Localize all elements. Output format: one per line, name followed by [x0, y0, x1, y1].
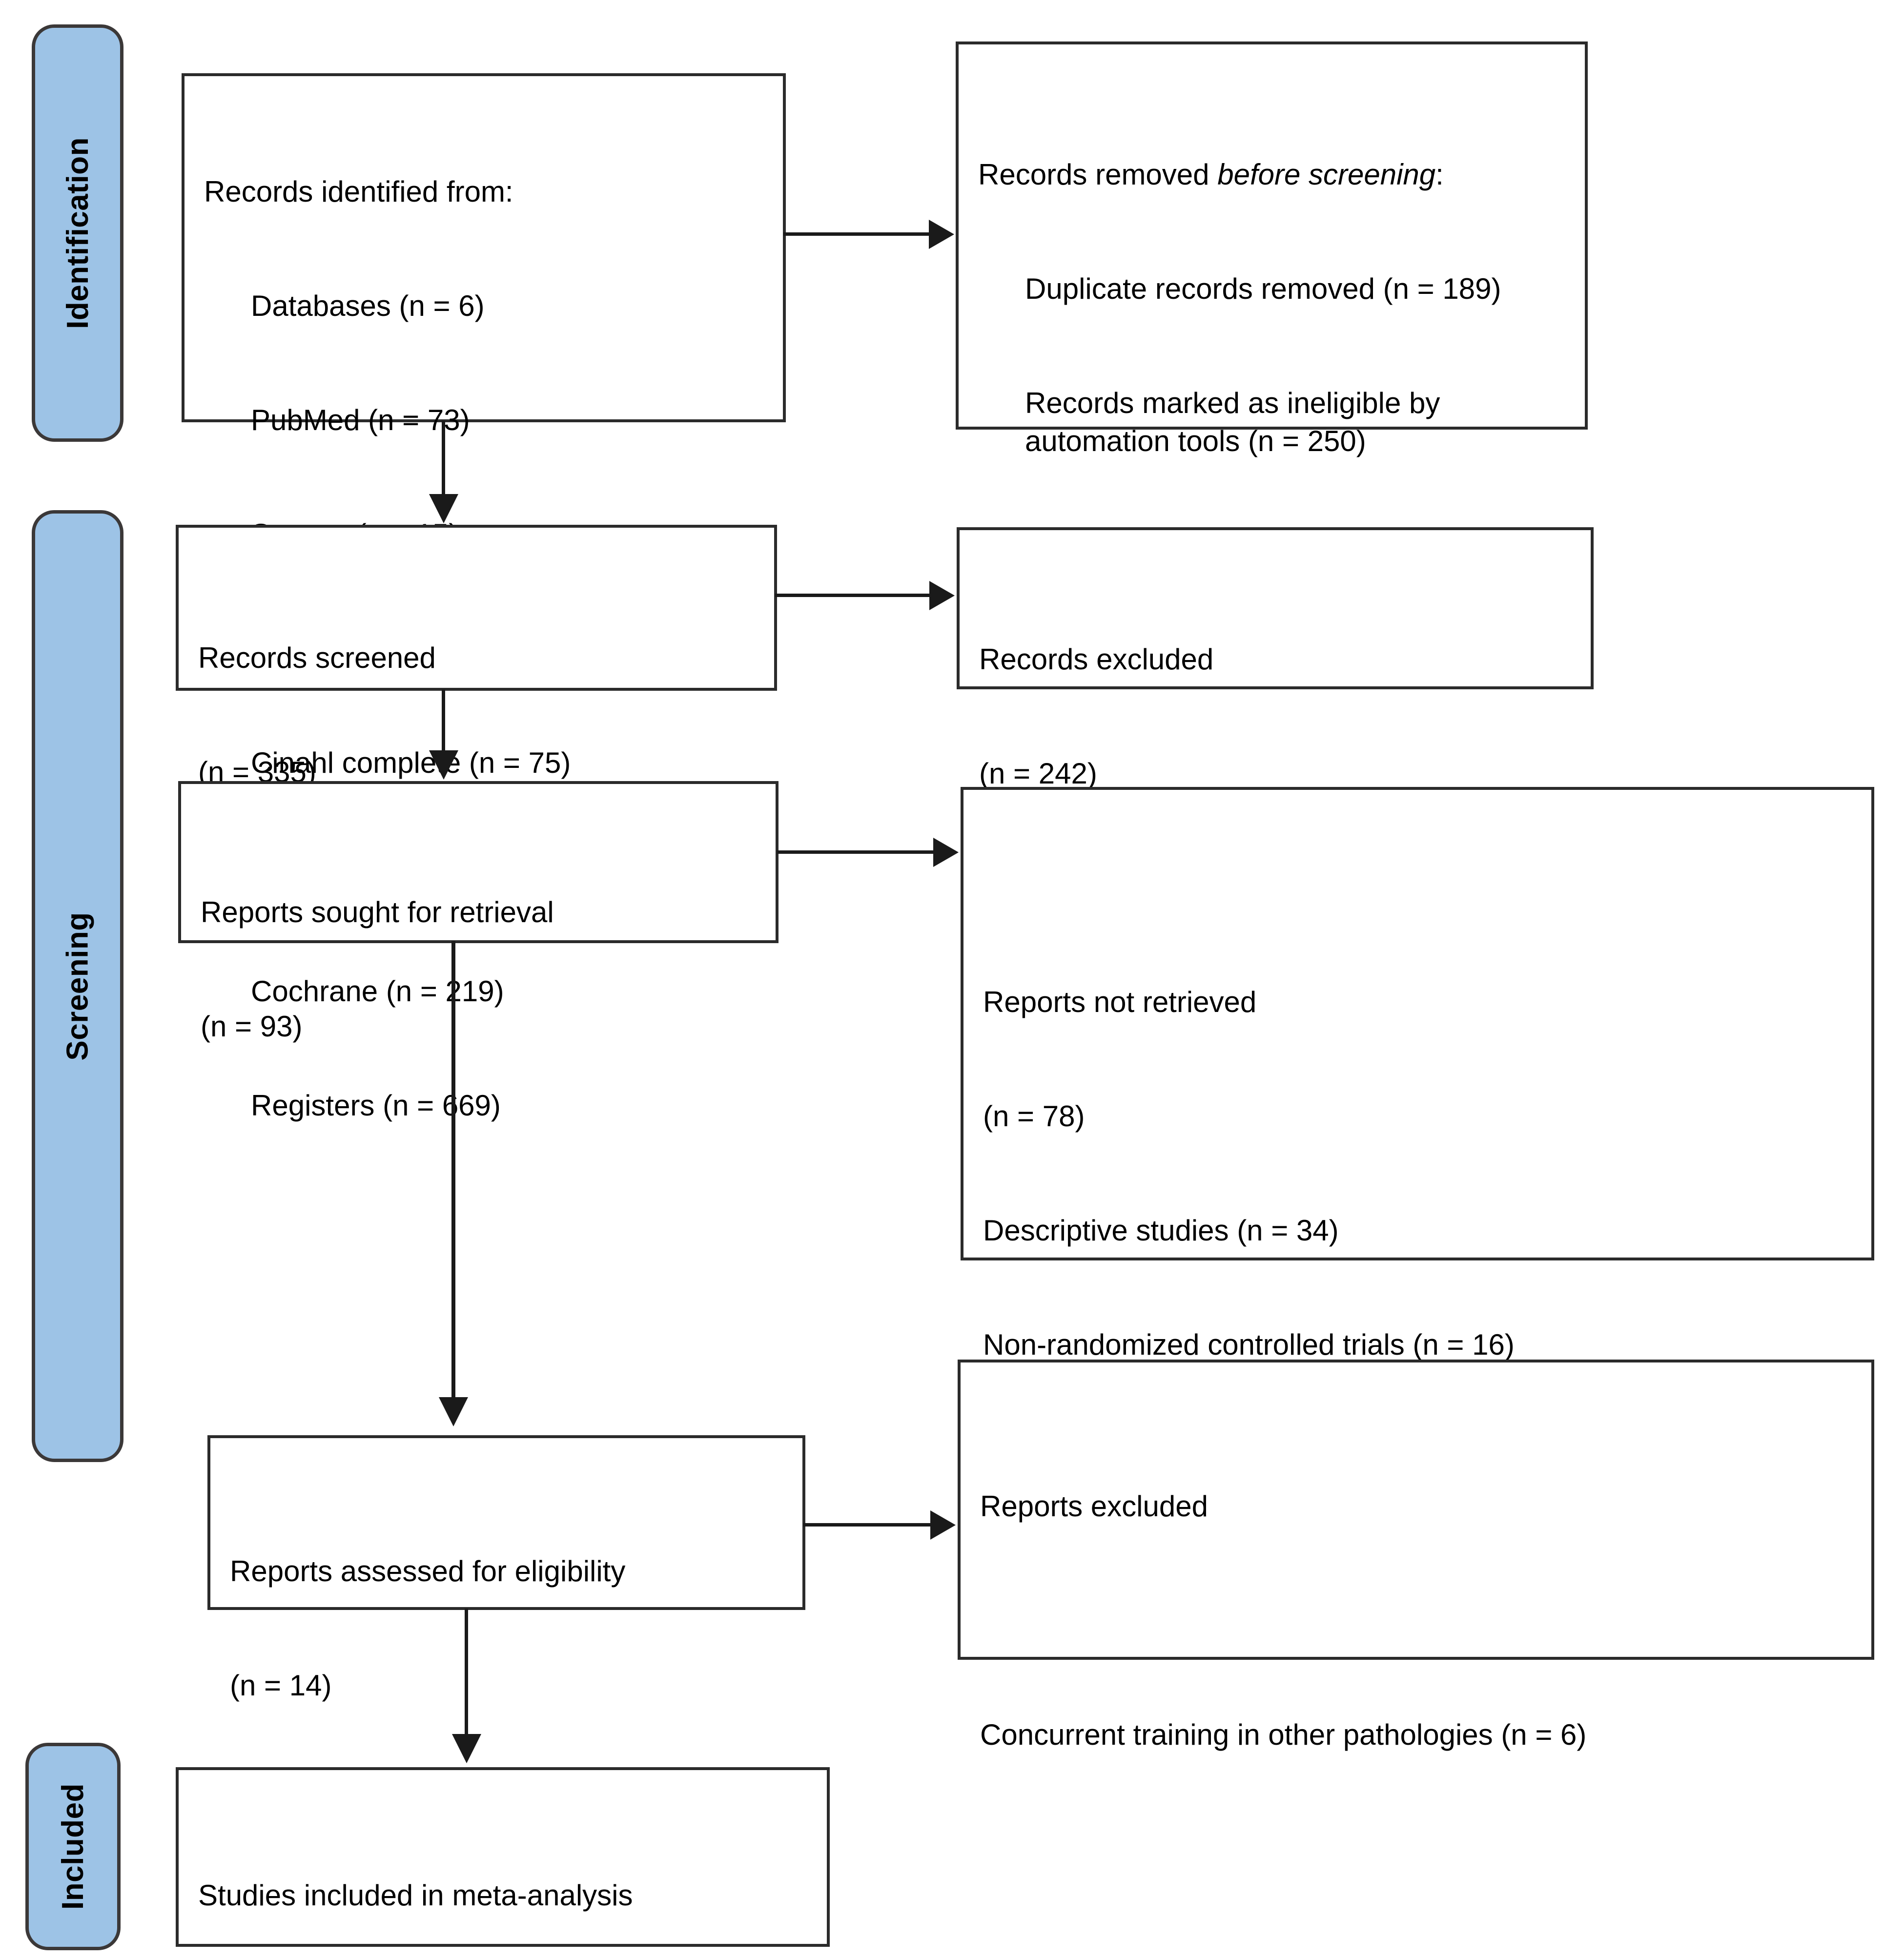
connector-assessed-to-reports-excluded — [803, 1523, 931, 1527]
reports-excluded-spacer — [980, 1602, 1860, 1640]
arrowhead-assessed-to-reports-excluded — [930, 1510, 956, 1540]
box-records-identified: Records identified from: Databases (n = … — [182, 73, 786, 1122]
connector-sought-to-not-retrieved — [777, 850, 934, 854]
records-excluded-line1: Records excluded — [979, 643, 1214, 676]
records-removed-heading-tail: : — [1435, 158, 1444, 191]
records-removed-item: Duplicate records removed (n = 189) — [1025, 272, 1501, 305]
records-identified-item: Cinahl complete (n = 75) — [251, 746, 571, 779]
studies-included-line1: Studies included in meta-analysis — [198, 1879, 633, 1912]
records-identified-item: Databases (n = 6) — [251, 289, 485, 322]
stage-bar-screening: Screening — [32, 510, 123, 1462]
stage-bar-identification: Identification — [32, 24, 123, 442]
arrowhead-identified-to-screened — [429, 494, 458, 523]
connector-sought-to-assessed — [451, 941, 455, 1400]
reports-not-retrieved-line3: Descriptive studies (n = 34) — [983, 1214, 1339, 1247]
arrowhead-assessed-to-studies-included — [452, 1734, 481, 1763]
reports-assessed-line1: Reports assessed for eligibility — [230, 1555, 626, 1588]
box-reports-excluded-text: Reports excluded Concurrent training in … — [980, 1411, 1860, 1830]
box-reports-assessed-text: Reports assessed for eligibility (n = 14… — [230, 1476, 791, 1781]
box-records-excluded: Records excluded (n = 242) — [957, 527, 1594, 790]
connector-identified-to-screened — [442, 421, 445, 495]
box-reports-assessed: Reports assessed for eligibility (n = 14… — [207, 1435, 805, 1702]
arrowhead-screened-to-excluded — [929, 581, 955, 610]
box-reports-not-retrieved: Reports not retrieved (n = 78) Descripti… — [961, 787, 1874, 1589]
connector-screened-to-sought — [442, 689, 445, 752]
box-studies-included: Studies included in meta-analysis (n = 8… — [176, 1767, 830, 1947]
records-screened-line1: Records screened — [198, 641, 436, 674]
arrowhead-screened-to-sought — [429, 750, 458, 780]
records-removed-item: Records marked as ineligible by automati… — [1025, 387, 1449, 457]
stage-label-included: Included — [56, 1783, 90, 1910]
connector-assessed-to-studies-included — [465, 1609, 468, 1735]
box-reports-excluded: Reports excluded Concurrent training in … — [958, 1360, 1874, 1751]
records-identified-heading: Records identified from: — [204, 175, 513, 208]
records-removed-heading-italic: before screening — [1217, 158, 1436, 191]
reports-excluded-line2: Concurrent training in other pathologies… — [980, 1718, 1587, 1751]
stage-bar-included: Included — [25, 1743, 121, 1950]
box-records-excluded-text: Records excluded (n = 242) — [979, 564, 1579, 869]
reports-assessed-line2: (n = 14) — [230, 1669, 332, 1702]
reports-not-retrieved-line2: (n = 78) — [983, 1100, 1085, 1133]
reports-not-retrieved-line4: Non-randomized controlled trials (n = 16… — [983, 1328, 1515, 1361]
arrowhead-sought-to-not-retrieved — [933, 838, 959, 867]
box-reports-sought: Reports sought for retrieval (n = 93) — [178, 781, 779, 1043]
reports-not-retrieved-line1: Reports not retrieved — [983, 986, 1257, 1018]
records-removed-heading: Records removed before screening: — [978, 156, 1556, 194]
connector-identified-to-removed — [783, 232, 930, 236]
box-studies-included-text: Studies included in meta-analysis (n = 8… — [198, 1800, 815, 1960]
box-records-removed: Records removed before screening: Duplic… — [956, 41, 1588, 610]
records-excluded-line2: (n = 242) — [979, 757, 1097, 790]
records-identified-item: PubMed (n = 73) — [251, 404, 470, 436]
reports-excluded-line1: Reports excluded — [980, 1490, 1208, 1523]
connector-screened-to-excluded — [775, 594, 930, 597]
arrowhead-sought-to-assessed — [439, 1397, 468, 1426]
reports-sought-line1: Reports sought for retrieval — [201, 896, 554, 928]
stage-label-screening: Screening — [61, 911, 95, 1061]
box-reports-sought-text: Reports sought for retrieval (n = 93) — [201, 817, 764, 1122]
reports-sought-line2: (n = 93) — [201, 1010, 303, 1043]
arrowhead-identified-to-removed — [929, 220, 954, 249]
records-removed-heading-plain: Records removed — [978, 158, 1218, 191]
box-records-screened: Records screened (n = 335) — [176, 525, 777, 788]
stage-label-identification: Identification — [61, 137, 95, 329]
